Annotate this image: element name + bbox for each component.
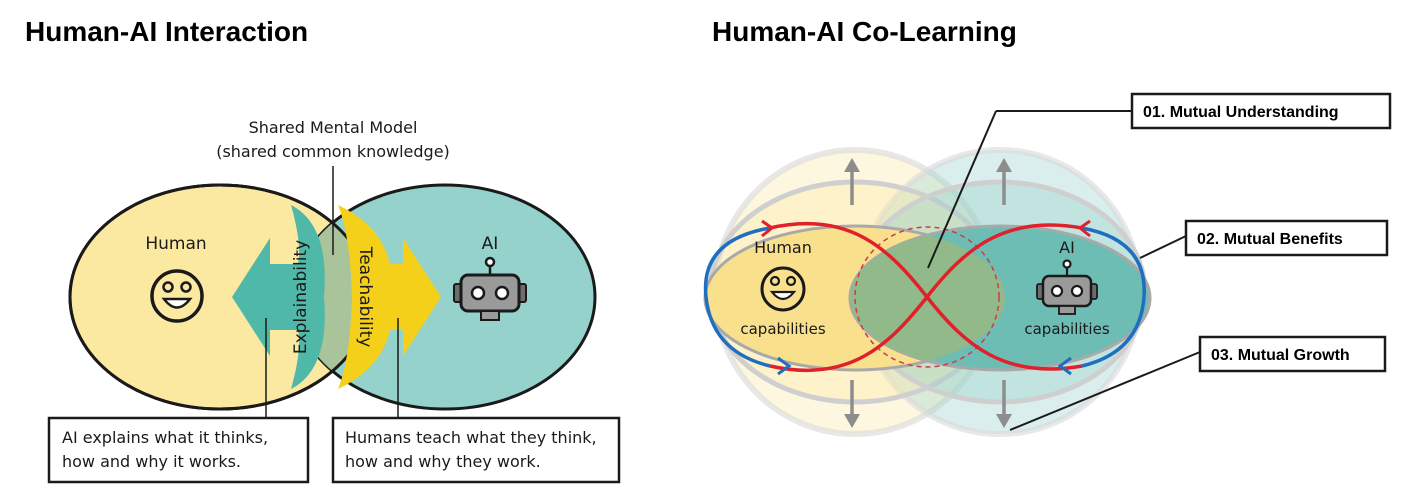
right-diagram: Human capabilities AI capabilities 01 xyxy=(703,92,1392,437)
callout3-pointer xyxy=(1009,351,1201,431)
shared-capability xyxy=(850,226,1005,370)
explain-box-line1: AI explains what it thinks, xyxy=(62,428,268,447)
left-title: Human-AI Interaction xyxy=(25,16,309,47)
right-title: Human-AI Co-Learning xyxy=(712,16,1017,47)
right-smiley-face-icon xyxy=(760,266,806,312)
explainability-arrow xyxy=(232,205,325,389)
explain-box xyxy=(47,416,310,484)
ai-label: AI xyxy=(482,234,499,254)
human-loop-left xyxy=(703,226,771,368)
explain-box-line2: how and why it works. xyxy=(62,452,241,471)
robot-icon xyxy=(453,256,527,321)
left-diagram: Explainability Teachability Shared Menta… xyxy=(47,118,621,484)
right-ai-caption: capabilities xyxy=(1024,320,1109,338)
teachability-label: Teachability xyxy=(355,246,375,348)
right-human-label: Human xyxy=(754,238,812,257)
smiley-face-icon xyxy=(150,269,204,323)
teachability-arrow xyxy=(338,205,441,389)
human-label: Human xyxy=(145,234,206,254)
teach-box xyxy=(331,416,621,484)
smm-title: Shared Mental Model xyxy=(249,118,418,137)
teach-box-line1: Humans teach what they think, xyxy=(345,428,597,447)
callout1-pointer xyxy=(927,110,997,269)
mutual-understanding-region xyxy=(854,226,1000,368)
teach-box-line2: how and why they work. xyxy=(345,452,541,471)
growth-arrows xyxy=(844,158,1012,428)
right-robot-icon xyxy=(1036,259,1098,315)
callout-mutual-growth xyxy=(1198,335,1387,373)
callout2-text: 02. Mutual Benefits xyxy=(1197,231,1343,248)
right-ai-label: AI xyxy=(1059,238,1075,257)
explainability-label: Explainability xyxy=(291,240,311,354)
callout2-pointer xyxy=(1139,235,1187,259)
callout-mutual-understanding xyxy=(1130,92,1392,130)
callout3-text: 03. Mutual Growth xyxy=(1211,347,1350,364)
right-human-caption: capabilities xyxy=(740,320,825,338)
callout-mutual-benefits xyxy=(1184,219,1389,257)
ai-loop-right xyxy=(1081,226,1146,368)
callout1-text: 01. Mutual Understanding xyxy=(1143,104,1339,121)
smm-subtitle: (shared common knowledge) xyxy=(216,142,450,161)
